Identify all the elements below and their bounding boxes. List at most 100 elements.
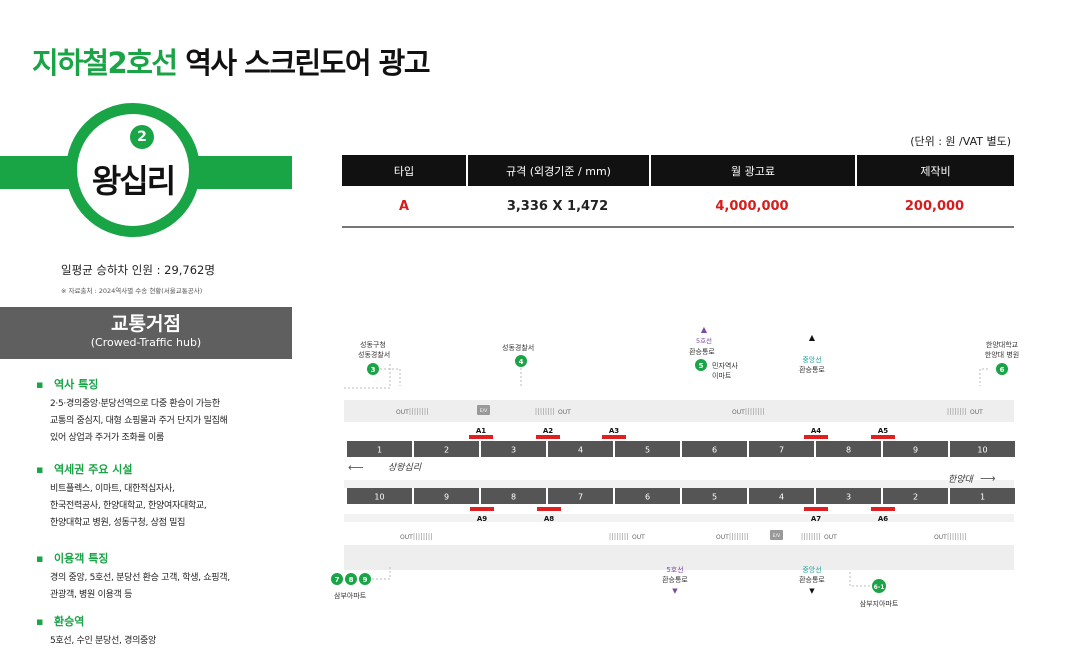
top-train-car <box>481 441 546 457</box>
line-number-badge: 2 <box>130 125 154 149</box>
top-train-car-number: 4 <box>578 446 583 455</box>
col-header-spec: 규격 (외경기준 / mm) <box>466 155 649 186</box>
exit-label: 중앙선 <box>802 565 821 574</box>
ad-marker <box>871 435 895 439</box>
out-label: OUT <box>732 409 745 416</box>
exit-label: 민자역사 <box>712 361 738 370</box>
exit-4: 성동경찰서 4 <box>502 343 534 367</box>
bottom-train-car <box>615 488 680 504</box>
elevator-label: E/V <box>773 533 781 539</box>
bottom-train-car <box>548 488 613 504</box>
station-circle <box>66 103 200 237</box>
bottom-train-car <box>816 488 881 504</box>
elevator-icon <box>477 405 490 415</box>
exit-label: 한양대 병원 <box>985 350 1019 359</box>
section-line: 한국전력공사, 한양대학교, 한양여자대학교, <box>50 501 207 511</box>
bottom-train-car <box>347 488 412 504</box>
arrow-left-icon: ⟵ <box>348 461 364 474</box>
bullet-icon: ▪ <box>36 615 44 628</box>
exit-label: 환승통로 <box>799 365 825 374</box>
ad-label: A6 <box>878 515 888 523</box>
exit-number: 3 <box>371 366 376 374</box>
arrow-right-icon: ⟶ <box>980 472 996 485</box>
section-users: ▪이용객 특징 경의 중앙, 5호선, 분당선 환승 고객, 학생, 쇼핑객, … <box>36 550 286 604</box>
elevator-icon <box>770 530 783 540</box>
unit-note: (단위 : 원 /VAT 별도) <box>910 135 1011 148</box>
top-train-car-number: 6 <box>712 446 717 455</box>
direction-left: 상왕십리 <box>388 462 422 473</box>
exit-label: 환승통로 <box>689 347 715 356</box>
top-train-car <box>950 441 1015 457</box>
bottom-train-car-number: 7 <box>578 493 583 502</box>
out-label: OUT <box>400 534 413 541</box>
exit-jungang-top: ▲ 중앙선 환승통로 <box>799 333 825 374</box>
bottom-train-car <box>414 488 479 504</box>
out-label: OUT <box>396 409 409 416</box>
page-title: 지하철2호선 역사 스크린도어 광고 <box>32 40 431 82</box>
section-line: 교통의 중심지, 대형 쇼핑몰과 주거 단지가 밀집해 <box>50 416 228 426</box>
ad-label: A5 <box>878 427 888 435</box>
top-train-car <box>414 441 479 457</box>
bottom-train-car <box>749 488 814 504</box>
exit-number: 9 <box>363 576 368 584</box>
ad-marker <box>871 507 895 511</box>
ad-marker <box>470 507 494 511</box>
section-heading: 역세권 주요 시설 <box>54 463 133 476</box>
bottom-train-car-number: 8 <box>511 493 516 502</box>
section-line: 5호선, 수인 분당선, 경의중앙 <box>50 636 157 646</box>
hub-title: 교통거점 <box>111 313 181 335</box>
section-heading: 역사 특징 <box>54 378 99 391</box>
exit-3: 성동구청 성동경찰서 3 <box>358 340 390 375</box>
out-label: OUT <box>716 534 729 541</box>
exit-label: 환승통로 <box>799 575 825 584</box>
elevator-label: E/V <box>480 408 488 414</box>
exit-5: ▲ 5호선 환승통로 5 민자역사 이마트 <box>689 325 738 380</box>
bottom-train-car <box>682 488 747 504</box>
top-train-car <box>347 441 412 457</box>
ad-label: A1 <box>476 427 486 435</box>
out-label: OUT <box>934 534 947 541</box>
exit-number: 4 <box>519 358 524 366</box>
source-note: ※ 자료출처 : 2024역사별 수송 현황(서울교통공사) <box>61 287 203 295</box>
ad-label: A9 <box>477 515 487 523</box>
bottom-train-car-number: 9 <box>444 493 449 502</box>
exit-label: 5호선 <box>666 565 683 574</box>
section-line: 경의 중앙, 5호선, 분당선 환승 고객, 학생, 쇼핑객, <box>50 573 230 583</box>
page-title-rest: 역사 스크린도어 광고 <box>176 46 430 80</box>
bullet-icon: ▪ <box>36 378 44 391</box>
bottom-train-car-number: 4 <box>779 493 784 502</box>
section-line: 한양대학교 병원, 성동구청, 상점 밀집 <box>50 518 186 528</box>
out-label: OUT <box>824 534 837 541</box>
hub-subtitle: (Crowed-Traffic hub) <box>90 336 202 349</box>
exit-label: 성동경찰서 <box>502 343 534 352</box>
exit-label: 삼부아파트 <box>334 591 367 600</box>
out-label: OUT <box>558 409 571 416</box>
top-train-car-number: 3 <box>511 446 516 455</box>
ad-label: A7 <box>811 515 821 523</box>
top-train-car-number: 5 <box>645 446 650 455</box>
bottom-train-car <box>883 488 948 504</box>
exit-789: 7 8 9 삼부아파트 <box>331 565 391 600</box>
ad-marker <box>469 435 493 439</box>
top-train-car-number: 7 <box>779 446 784 455</box>
top-train-car-number: 10 <box>977 446 987 455</box>
bottom-train-car-number: 5 <box>712 493 717 502</box>
exit-label: 성동경찰서 <box>358 350 390 359</box>
up-arrow-icon: ▲ <box>701 325 708 334</box>
exit-label: 삼부지아파트 <box>860 599 899 608</box>
bottom-train-car-number: 1 <box>980 493 985 502</box>
exit-label: 한양대학교 <box>986 340 1019 349</box>
ad-marker <box>602 435 626 439</box>
down-arrow-icon: ▼ <box>672 587 678 595</box>
section-station-features: ▪역사 특징 2·5·경의중앙·분당선역으로 다중 환승이 가능한 교통의 중심… <box>36 376 286 447</box>
section-line: 관광객, 병원 이용객 등 <box>50 590 133 600</box>
out-label: OUT <box>632 534 645 541</box>
exit-label: 중앙선 <box>802 355 821 364</box>
exit-5-bottom: 5호선 환승통로 ▼ <box>662 565 688 595</box>
bottom-train-car-number: 2 <box>913 493 918 502</box>
ad-marker <box>536 435 560 439</box>
exit-number: 6-1 <box>874 584 885 591</box>
ad-label: A2 <box>543 427 553 435</box>
section-heading: 환승역 <box>54 615 85 628</box>
table-row: A 3,336 X 1,472 4,000,000 200,000 <box>342 186 1014 228</box>
